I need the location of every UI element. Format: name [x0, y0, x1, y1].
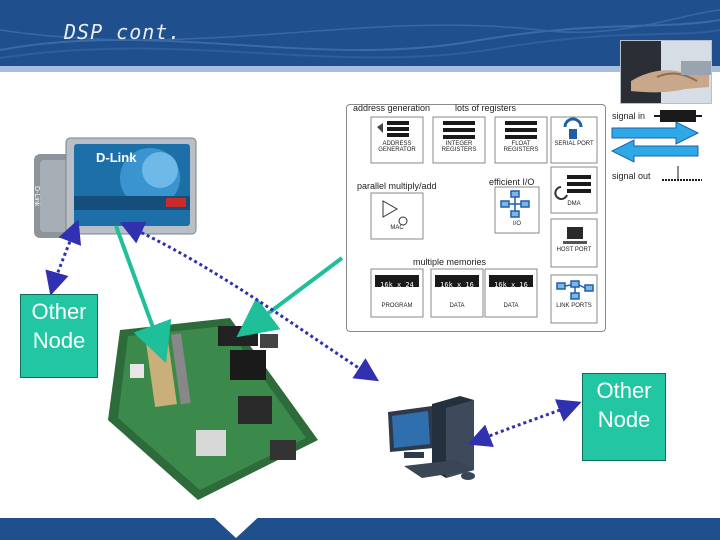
block-link-ports: LINK PORTS [556, 303, 592, 309]
block-dma: DMA [567, 201, 581, 207]
desktop-computer-icon [388, 396, 475, 480]
block-data-memory-2: DATA [503, 303, 519, 309]
header-wave-graphic [0, 9, 720, 59]
arrow-card-to-computer [119, 221, 380, 382]
signal-out-label: signal out [612, 171, 651, 181]
signal-out-waveform [662, 166, 702, 181]
arrow-card-to-left-node [45, 219, 82, 296]
memory-width-data2: 16k x 16 [494, 281, 528, 289]
memory-width-data1: 16k x 16 [440, 281, 474, 289]
other-node-left-line2: Node [32, 328, 86, 353]
memory-width-program: 16k x 24 [380, 281, 414, 289]
slide-footer [0, 518, 720, 540]
block-io: I/O [512, 221, 521, 227]
handshake-photo [620, 40, 712, 104]
block-address-generator: ADDRESS GENERATOR [378, 141, 416, 153]
slide-header: DSP cont. [0, 0, 720, 70]
block-program-memory: PROGRAM [381, 303, 413, 309]
dsp-block-diagram [370, 116, 598, 324]
other-node-right-line1: Other [596, 378, 652, 403]
other-node-right-line2: Node [597, 407, 651, 432]
block-integer-registers: INTEGER REGISTERS [441, 141, 477, 153]
label-registers: lots of registers [455, 103, 517, 113]
signal-in-waveform [654, 110, 702, 122]
label-multiple-memories: multiple memories [413, 257, 487, 267]
signal-in-label: signal in [612, 111, 646, 121]
other-node-left: Other Node [20, 294, 98, 378]
block-mac: MAC [390, 225, 404, 231]
other-node-right: Other Node [582, 373, 666, 461]
arrow-card-to-board [114, 225, 172, 364]
arrow-panel-to-board [236, 256, 344, 338]
block-float-registers: FLOAT REGISTERS [503, 141, 539, 153]
slide-title: DSP cont. [64, 20, 182, 44]
arrow-computer-to-right-node [467, 399, 582, 448]
block-host-port: HOST PORT [556, 247, 592, 253]
label-efficient-io: efficient I/O [489, 177, 535, 187]
pcmcia-card-icon [34, 137, 197, 238]
label-parallel-mac: parallel multiply/add [357, 181, 437, 191]
signal-flow-arrows [610, 121, 700, 163]
block-serial-port: SERIAL PORT [554, 141, 594, 147]
footer-notch [208, 512, 264, 538]
card-brand: D-Link [96, 150, 137, 165]
dsp-architecture-panel: address generation lots of registers par… [346, 103, 606, 332]
header-strip [0, 66, 720, 72]
other-node-left-line1: Other [31, 299, 87, 324]
label-address-generation: address generation [353, 103, 431, 113]
block-data-memory-1: DATA [449, 303, 465, 309]
